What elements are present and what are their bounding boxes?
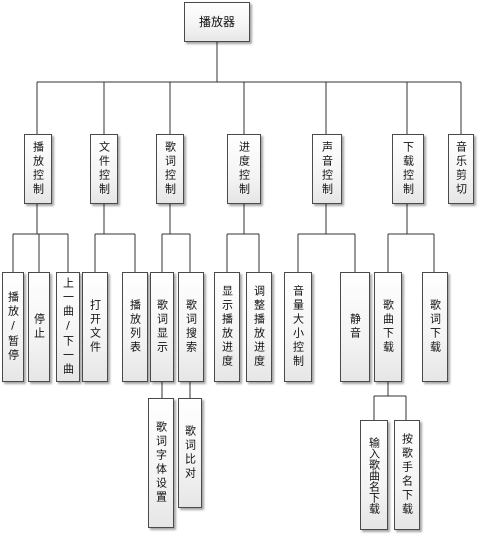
root-label: 播放器	[198, 14, 235, 29]
leaf-mute: 静音	[340, 272, 370, 382]
leaf-volume-control: 音量大小控制	[284, 272, 312, 382]
module-lyrics-control: 歌词控制	[156, 134, 184, 204]
module-label: 进度控制	[237, 141, 251, 197]
module-download-control: 下载控制	[392, 134, 424, 204]
leaf-play-pause: 播放/暂停	[2, 272, 24, 382]
leaf-label: 上一曲/下一曲	[61, 277, 75, 377]
leaf-lyrics-search: 歌词搜索	[178, 272, 204, 382]
leaf-song-download: 歌曲下载	[374, 272, 402, 382]
root-node: 播放器	[184, 2, 250, 42]
leaf-download-by-song-name: 输入歌曲名下载	[360, 420, 388, 530]
leaf-label: 显示播放进度	[220, 285, 234, 369]
module-label: 歌词控制	[163, 141, 177, 197]
module-label: 下载控制	[401, 141, 415, 197]
leaf-lyrics-download: 歌词下载	[422, 272, 448, 382]
leaf-label: 歌词比对	[183, 425, 197, 481]
leaf-label: 静音	[348, 313, 362, 341]
leaf-label: 按歌手名下载	[400, 433, 414, 517]
leaf-adjust-progress: 调整播放进度	[246, 272, 272, 382]
leaf-label: 播放列表	[128, 299, 142, 355]
leaf-playlist: 播放列表	[122, 272, 148, 382]
module-label: 播放控制	[31, 141, 45, 197]
leaf-open-file: 打开文件	[82, 272, 108, 382]
leaf-label: 播放/暂停	[6, 291, 20, 363]
leaf-show-progress: 显示播放进度	[214, 272, 240, 382]
module-label: 声音控制	[320, 141, 334, 197]
leaf-lyrics-compare: 歌词比对	[178, 398, 202, 508]
module-label: 音乐剪切	[454, 141, 468, 197]
leaf-lyrics-font-settings: 歌词字体设置	[148, 398, 174, 528]
leaf-label: 音量大小控制	[291, 285, 305, 369]
module-progress-control: 进度控制	[227, 134, 261, 204]
leaf-stop: 停止	[28, 272, 50, 382]
leaf-label: 停止	[32, 313, 46, 341]
leaf-label: 歌词字体设置	[154, 421, 168, 505]
leaf-label: 歌词显示	[155, 299, 169, 355]
leaf-download-by-singer-name: 按歌手名下载	[394, 420, 420, 530]
leaf-label: 打开文件	[88, 299, 102, 355]
module-file-control: 文件控制	[90, 134, 118, 204]
leaf-prev-next: 上一曲/下一曲	[56, 272, 80, 382]
module-music-clip: 音乐剪切	[448, 134, 474, 204]
leaf-label: 歌词下载	[428, 299, 442, 355]
module-play-control: 播放控制	[24, 134, 52, 204]
module-sound-control: 声音控制	[312, 134, 342, 204]
leaf-label: 歌词搜索	[184, 299, 198, 355]
leaf-label: 歌曲下载	[381, 299, 395, 355]
leaf-lyrics-display: 歌词显示	[150, 272, 174, 382]
leaf-label: 输入歌曲名下载	[367, 436, 381, 514]
module-label: 文件控制	[97, 141, 111, 197]
leaf-label: 调整播放进度	[252, 285, 266, 369]
